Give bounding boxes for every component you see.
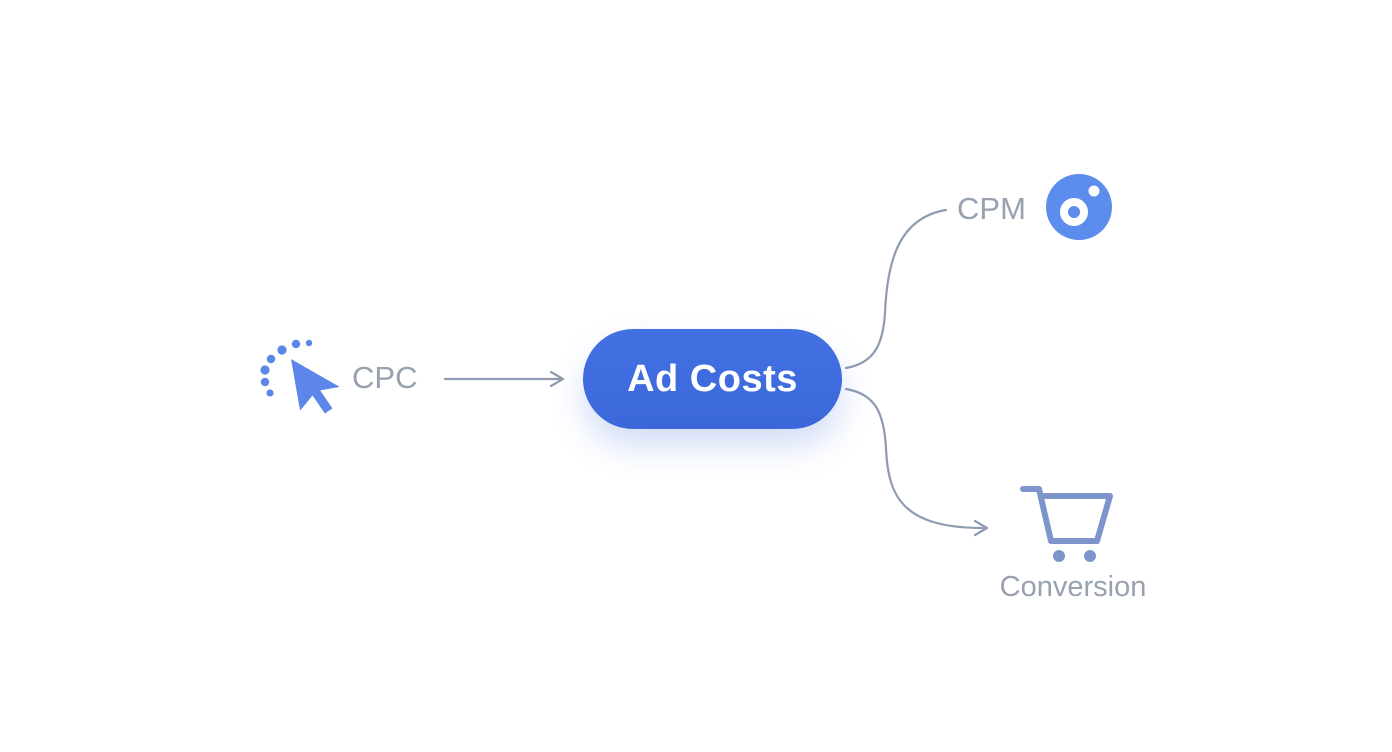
ad-costs-node: Ad Costs (583, 329, 842, 429)
impressions-icon (1046, 174, 1112, 240)
connector-cpc-to-adcosts (443, 370, 565, 388)
cpm-node-label: CPM (957, 191, 1026, 226)
cursor-click-icon (260, 339, 340, 414)
cpc-node-label: CPC (352, 360, 418, 395)
ad-costs-node-label: Ad Costs (627, 357, 798, 400)
connector-adcosts-to-conversion (844, 387, 989, 537)
shopping-cart-icon (1020, 486, 1113, 562)
connector-adcosts-to-cpm (844, 208, 948, 370)
conversion-node-label: Conversion (999, 571, 1147, 603)
